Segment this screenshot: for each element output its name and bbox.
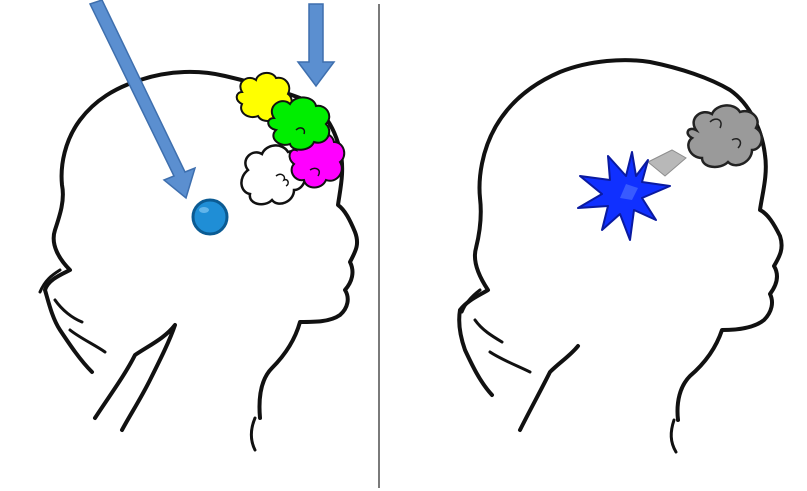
right-panel-drawing bbox=[380, 0, 807, 491]
right-panel bbox=[380, 0, 807, 491]
arrow-down-icon bbox=[298, 4, 334, 86]
cloud-icon-gray bbox=[688, 105, 762, 167]
thought-link bbox=[648, 150, 686, 176]
left-panel-drawing bbox=[0, 0, 378, 491]
arrow-diagonal-icon bbox=[90, 0, 195, 198]
cloud-icon-green bbox=[268, 97, 329, 149]
ball-icon bbox=[193, 200, 227, 234]
left-panel bbox=[0, 0, 378, 491]
